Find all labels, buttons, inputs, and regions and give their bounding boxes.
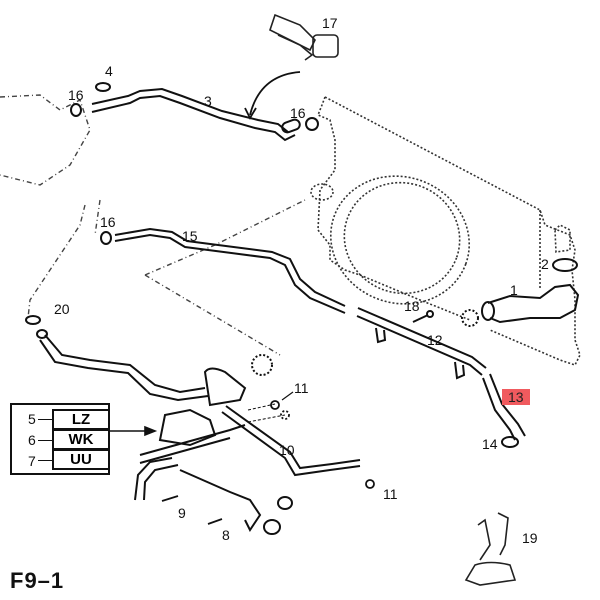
- callout-16-left: 16: [68, 87, 84, 103]
- hose-13: [482, 373, 526, 448]
- legend-code-uu: UU: [52, 449, 110, 470]
- legend-tick: [38, 440, 52, 441]
- hose-1: [461, 258, 580, 327]
- legend-code-wk: WK: [52, 429, 110, 450]
- callout-20: 20: [54, 301, 70, 317]
- hose-3: [70, 82, 319, 142]
- callout-11-lower: 11: [383, 486, 398, 502]
- callout-12: 12: [427, 332, 443, 348]
- callout-18: 18: [404, 298, 420, 314]
- callout-8: 8: [222, 527, 230, 543]
- callout-14: 14: [482, 436, 498, 452]
- callout-15: 15: [182, 228, 198, 244]
- thermostat-housing: [139, 354, 293, 535]
- callout-13-highlighted: 13: [502, 389, 530, 405]
- callout-4: 4: [105, 63, 113, 79]
- callout-10: 10: [279, 442, 295, 458]
- variant-legend-box: LZ WK UU 5 6 7: [10, 403, 110, 475]
- engine-outline: [0, 94, 306, 356]
- legend-tick: [38, 460, 52, 461]
- legend-num-7: 7: [28, 453, 36, 469]
- bracket-19: [464, 512, 517, 586]
- bracket-17: [269, 13, 339, 61]
- legend-arrow: [110, 425, 158, 437]
- legend-code-lz: LZ: [52, 409, 110, 430]
- callout-3: 3: [204, 93, 212, 109]
- figure-label: F9–1: [10, 568, 65, 593]
- fasteners: [161, 391, 375, 525]
- lower-hose: [134, 457, 179, 501]
- legend-tick: [38, 419, 52, 420]
- callout-16-mid: 16: [100, 214, 116, 230]
- callout-19: 19: [522, 530, 538, 546]
- callout-9: 9: [178, 505, 186, 521]
- arrow-17: [244, 71, 301, 120]
- callout-17: 17: [322, 15, 338, 31]
- pipe-10: [221, 405, 361, 477]
- legend-num-6: 6: [28, 432, 36, 448]
- legend-num-5: 5: [28, 411, 36, 427]
- hose-15: [100, 227, 346, 314]
- callout-11-upper: 11: [294, 380, 309, 396]
- radiator-outline: [310, 96, 581, 366]
- callout-1: 1: [510, 282, 518, 298]
- pipe-12: [356, 307, 487, 380]
- hose-20: [25, 315, 209, 402]
- callout-2: 2: [541, 256, 549, 272]
- callout-16-right: 16: [290, 105, 306, 121]
